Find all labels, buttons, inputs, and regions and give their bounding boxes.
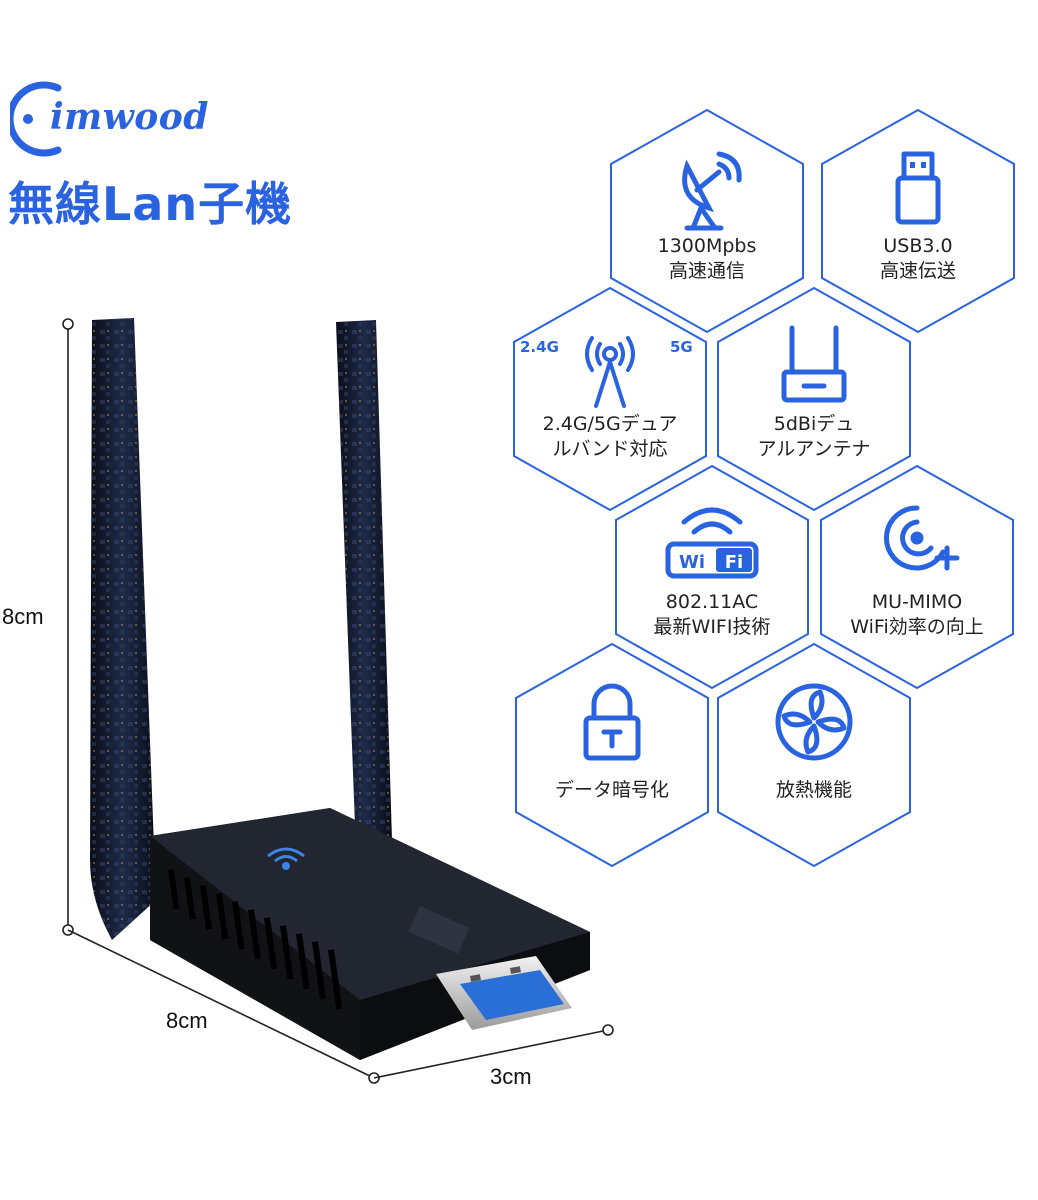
feature-line2: 高速通信 [668,260,745,282]
feature-hex-wifi: Wi Fi 802.11AC 最新WIFI技術 [612,462,812,692]
brand-name: imwood [50,96,209,138]
feature-hex-mumimo: MU-MIMO WiFi効率の向上 [817,462,1017,692]
feature-line1: 2.4G/5Gデュア [542,413,678,435]
wifi-badge-right: Fi [725,552,743,573]
feature-line1: USB3.0 [883,235,953,257]
feature-line2: WiFi効率の向上 [850,616,984,638]
right-antenna [336,320,392,852]
router-antenna-icon [781,325,847,403]
feature-hex-speed: 1300Mpbs 高速通信 [607,106,807,336]
width-dimension: 3cm [490,1064,532,1089]
wifi-badge-left: Wi [679,552,705,573]
usb-connector [436,956,572,1030]
usb-plug-icon [895,151,941,225]
feature-line2: アルアンテナ [757,438,871,460]
feature-hex-cooling: 放熱機能 [714,640,914,870]
brand-swoosh-icon [10,81,62,157]
feature-line1: 5dBiデュ [773,413,855,435]
mu-mimo-icon [884,505,960,571]
feature-line1: 1300Mpbs [657,235,757,257]
feature-hex-dualband: 2.4G 5G 2.4G/5Gデュアルバンド対応 [510,284,710,514]
satellite-dish-icon [682,151,742,231]
feature-line1: 放熱機能 [775,779,852,801]
padlock-icon [583,683,641,761]
headline: 無線Lan子機 [8,177,293,231]
feature-hex-antenna: 5dBiデュアルアンテナ [714,284,914,514]
feature-line2: ルバンド対応 [552,438,668,460]
length-dimension: 8cm [166,1008,208,1033]
dual-band-antenna-icon [585,336,635,408]
feature-hex-usb: USB3.0 高速伝送 [818,106,1018,336]
feature-line1: 802.11AC [665,591,759,613]
brand-logo: imwood [10,78,250,158]
feature-line2: 高速伝送 [879,260,956,282]
fan-icon [775,683,853,761]
feature-line1: MU-MIMO [871,591,963,613]
height-dimension: 8cm [2,604,44,629]
feature-hex-encryption: データ暗号化 [512,640,712,870]
feature-line1: データ暗号化 [554,779,669,801]
usb-wifi-adapter-illustration [62,318,614,1084]
band-label-left: 2.4G [520,338,559,356]
left-antenna [90,318,156,940]
band-label-right: 5G [670,338,693,356]
wifi-badge-icon: Wi Fi [665,507,759,579]
feature-line2: 最新WIFI技術 [653,616,771,638]
